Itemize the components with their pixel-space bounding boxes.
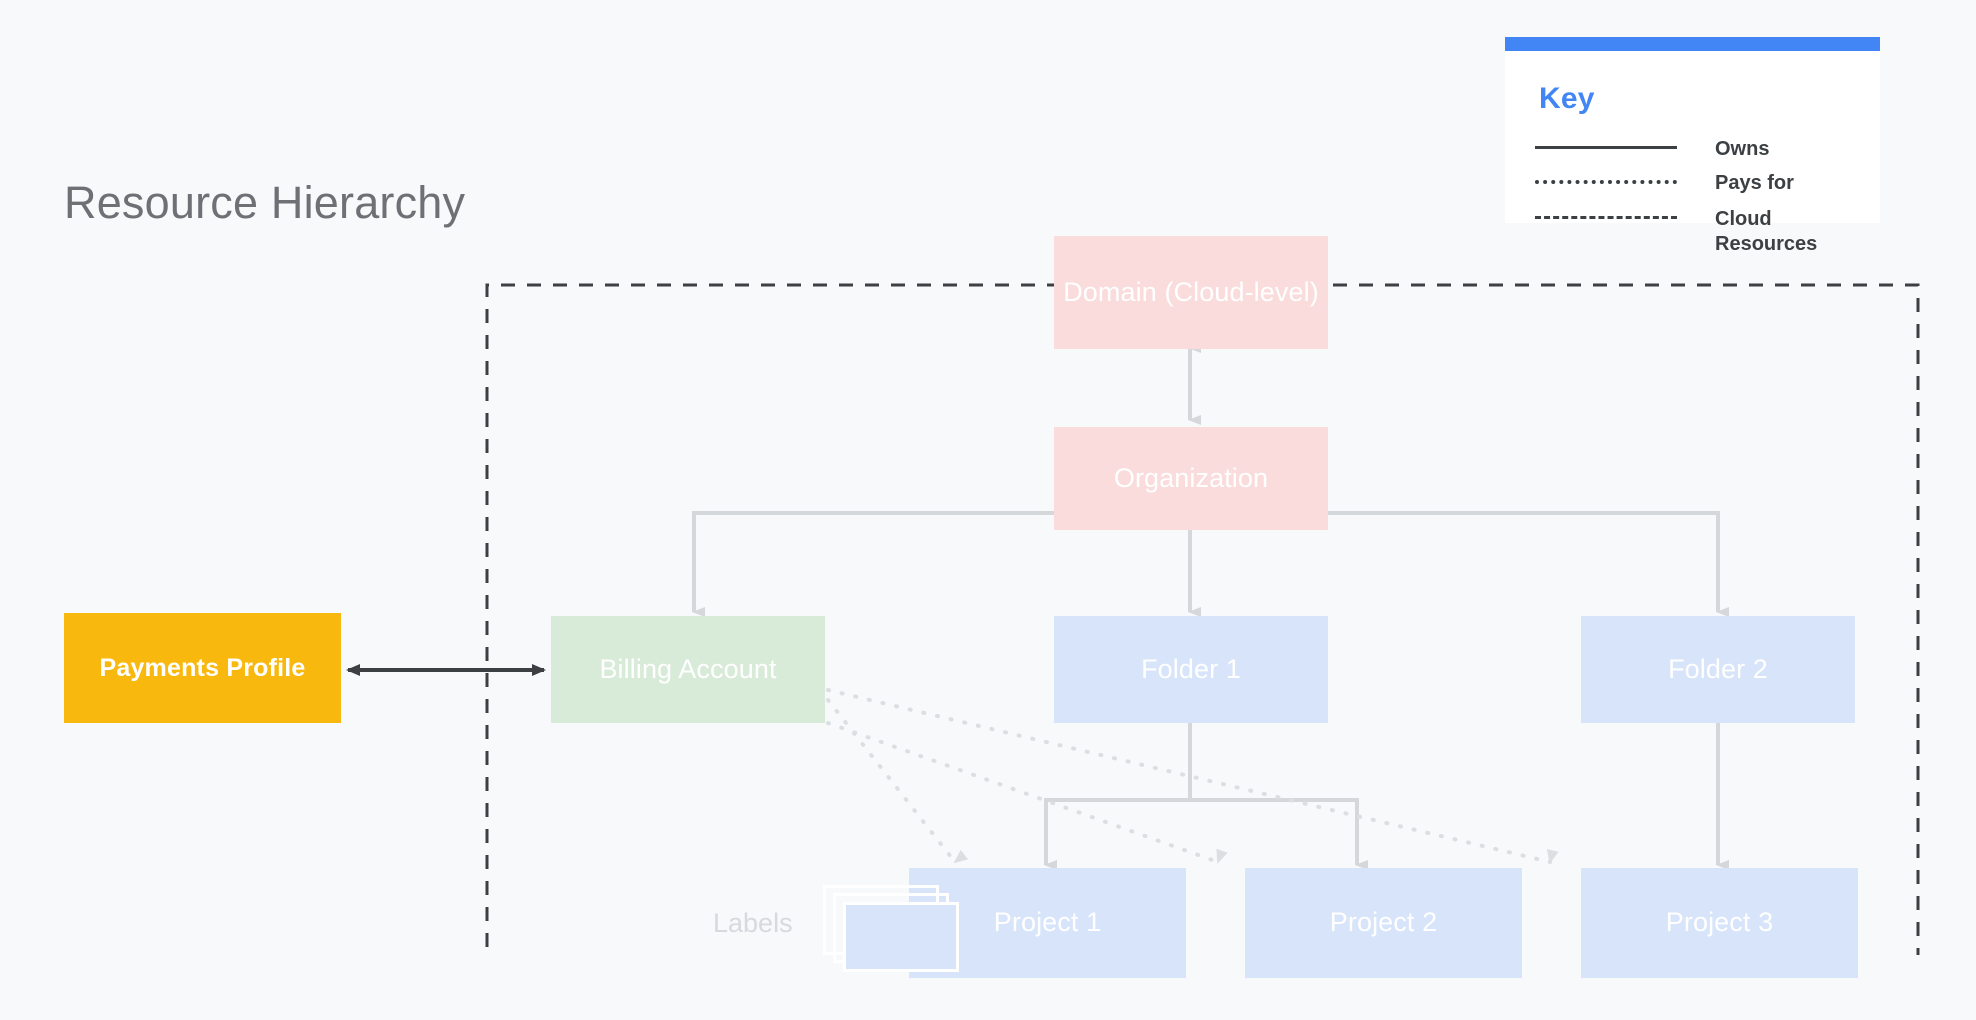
key-title: Key <box>1539 82 1595 115</box>
labels-annotation-label: Labels <box>713 908 793 938</box>
key-row-owns: Owns <box>1535 137 1865 162</box>
node-billing-account[interactable]: Billing Account <box>551 616 825 723</box>
node-organization[interactable]: Organization <box>1054 427 1328 530</box>
node-project-2-label: Project 2 <box>1329 907 1438 938</box>
node-payments-profile-label: Payments Profile <box>99 653 306 682</box>
labels-stack-card-front <box>843 902 959 972</box>
node-folder-1-label: Folder 1 <box>1141 653 1241 684</box>
node-domain[interactable]: Domain (Cloud-level) <box>1054 236 1328 349</box>
key-row-pays-for: Pays for <box>1535 171 1865 196</box>
node-project-1[interactable]: Project 1 <box>909 868 1186 978</box>
node-project-1-label: Project 1 <box>993 907 1102 938</box>
node-folder-2[interactable]: Folder 2 <box>1581 616 1855 723</box>
dashed-line-icon <box>1535 207 1677 227</box>
node-domain-label: Domain (Cloud-level) <box>1063 276 1319 307</box>
solid-line-icon <box>1535 137 1677 157</box>
node-project-2[interactable]: Project 2 <box>1245 868 1522 978</box>
dotted-line-icon <box>1535 171 1677 191</box>
key-row-pays-for-label: Pays for <box>1715 172 1794 194</box>
edge-folder1-projects <box>1044 723 1368 870</box>
node-folder-2-label: Folder 2 <box>1668 653 1768 684</box>
key-legend: Key Owns Pays for Cloud Resources <box>1505 37 1880 255</box>
key-row-owns-label: Owns <box>1715 138 1770 160</box>
key-accent-bar <box>1505 37 1880 51</box>
node-organization-label: Organization <box>1113 462 1269 493</box>
node-project-3[interactable]: Project 3 <box>1581 868 1858 978</box>
key-row-cloud-resources: Cloud Resources <box>1535 207 1865 257</box>
key-row-cloud-resources-label: Cloud Resources <box>1715 208 1818 255</box>
labels-stack-icon <box>823 885 973 977</box>
node-billing-account-label: Billing Account <box>599 653 777 684</box>
page-title: Resource Hierarchy <box>64 177 466 228</box>
node-payments-profile[interactable]: Payments Profile <box>64 613 341 723</box>
node-project-3-label: Project 3 <box>1665 907 1774 938</box>
node-folder-1[interactable]: Folder 1 <box>1054 616 1328 723</box>
